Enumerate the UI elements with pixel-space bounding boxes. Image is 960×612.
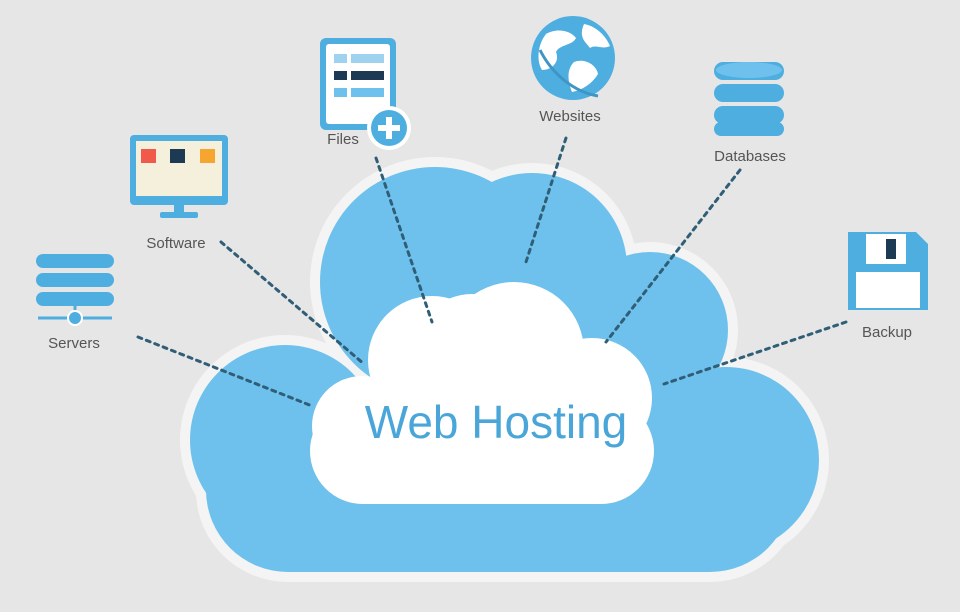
document-add-icon: [320, 38, 411, 150]
connector-files: [374, 156, 434, 324]
connector-websites: [524, 136, 568, 264]
connector-backup: [662, 320, 848, 386]
label-websites: Websites: [539, 108, 600, 125]
label-backup: Backup: [862, 324, 912, 341]
connector-databases: [604, 168, 742, 344]
connector-software: [219, 240, 366, 366]
node-software: Software: [130, 135, 228, 252]
connectors: [136, 136, 848, 408]
server-rack-icon: [36, 254, 114, 326]
label-files: Files: [327, 131, 359, 148]
node-databases: Databases: [714, 62, 786, 165]
center-title: Web Hosting: [365, 396, 628, 448]
node-servers: Servers: [36, 254, 114, 352]
monitor-icon: [130, 135, 228, 218]
label-software: Software: [146, 235, 205, 252]
node-backup: Backup: [848, 232, 928, 341]
node-websites: Websites: [531, 16, 615, 125]
globe-icon: [531, 16, 615, 100]
node-files: Files: [320, 38, 411, 150]
connector-servers: [136, 335, 314, 408]
inner-cloud: [310, 282, 654, 504]
label-databases: Databases: [714, 148, 786, 165]
floppy-disk-icon: [848, 232, 928, 310]
database-icon: [714, 62, 784, 136]
label-servers: Servers: [48, 335, 100, 352]
